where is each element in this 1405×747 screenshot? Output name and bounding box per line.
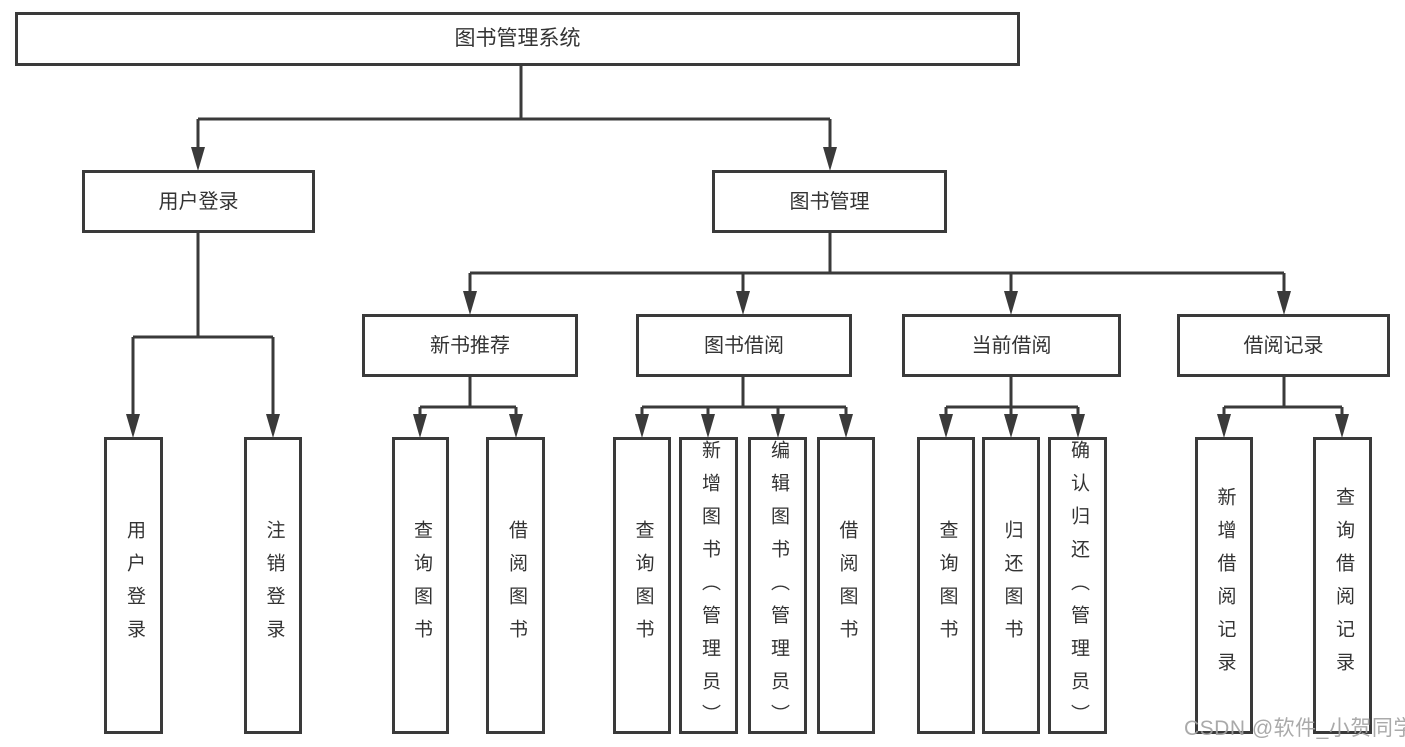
node-leaf-br-query-record: 查询借阅记录 (1313, 437, 1372, 734)
node-user-login: 用户登录 (82, 170, 315, 233)
connectors-new-book-rec (413, 377, 523, 438)
node-leaf-cb-return-books: 归还图书 (982, 437, 1040, 734)
node-leaf-bb-edit-books-admin: 编辑图书（管理员） (748, 437, 807, 737)
connectors-user-login (126, 233, 280, 438)
arrowhead-icon (463, 291, 477, 315)
node-leaf-bb-borrow-books: 借阅图书 (817, 437, 875, 734)
node-current-borrow: 当前借阅 (902, 314, 1121, 377)
arrowhead-icon (736, 291, 750, 315)
node-leaf-user-login: 用户登录 (104, 437, 163, 734)
arrowhead-icon (1071, 414, 1085, 438)
arrowhead-icon (509, 414, 523, 438)
connectors-current-borrow (939, 377, 1085, 438)
connectors-book-borrow (635, 377, 853, 438)
node-leaf-cb-query-books: 查询图书 (917, 437, 975, 734)
connectors-book-mgmt (463, 233, 1291, 315)
arrowhead-icon (1277, 291, 1291, 315)
arrowhead-icon (1004, 414, 1018, 438)
arrowhead-icon (823, 147, 837, 171)
arrowhead-icon (126, 414, 140, 438)
watermark: CSDN @软件_小贺同学 (1184, 717, 1405, 740)
connectors-borrow-record (1217, 377, 1349, 438)
node-leaf-bb-query-books: 查询图书 (613, 437, 671, 734)
arrowhead-icon (413, 414, 427, 438)
arrowhead-icon (1217, 414, 1231, 438)
node-book-borrow: 图书借阅 (636, 314, 852, 377)
node-leaf-logout: 注销登录 (244, 437, 302, 734)
node-leaf-cb-confirm-return-admin: 确认归还（管理员） (1048, 437, 1107, 737)
node-leaf-nbr-borrow-books: 借阅图书 (486, 437, 545, 734)
arrowhead-icon (191, 147, 205, 171)
arrowhead-icon (635, 414, 649, 438)
node-leaf-nbr-query-books: 查询图书 (392, 437, 449, 734)
connectors-root (191, 65, 837, 171)
arrowhead-icon (839, 414, 853, 438)
node-book-mgmt: 图书管理 (712, 170, 947, 233)
node-new-book-rec: 新书推荐 (362, 314, 578, 377)
node-leaf-bb-add-books-admin: 新增图书（管理员） (679, 437, 738, 737)
arrowhead-icon (266, 414, 280, 438)
arrowhead-icon (939, 414, 953, 438)
arrowhead-icon (771, 414, 785, 438)
arrowhead-icon (1335, 414, 1349, 438)
arrowhead-icon (701, 414, 715, 438)
arrowhead-icon (1004, 291, 1018, 315)
node-leaf-br-add-record: 新增借阅记录 (1195, 437, 1253, 734)
node-root: 图书管理系统 (15, 12, 1020, 66)
node-borrow-record: 借阅记录 (1177, 314, 1390, 377)
